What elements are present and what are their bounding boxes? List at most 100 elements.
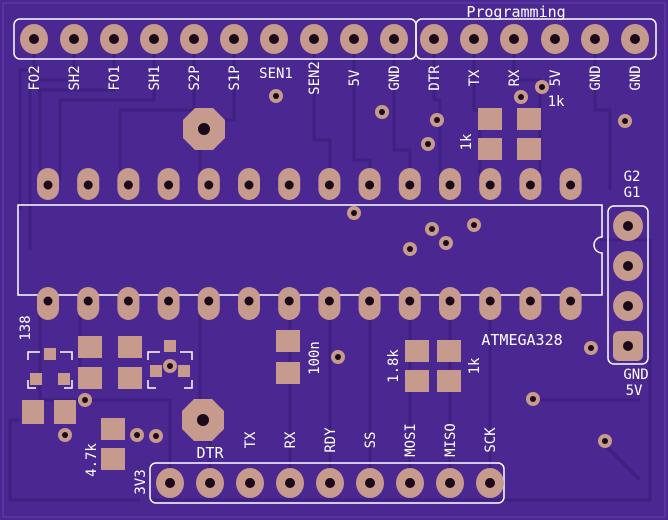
bottom-header-label: MOSI xyxy=(403,423,419,457)
via-hole xyxy=(443,240,449,246)
via-hole xyxy=(539,84,545,90)
top-header-label: GND xyxy=(588,65,604,90)
mounting-hole-bottom xyxy=(182,399,224,441)
chip-label: ATMEGA328 xyxy=(481,331,562,349)
bottom-header-pads xyxy=(156,468,504,498)
resistor-pair-left xyxy=(78,336,142,389)
via-hole xyxy=(407,246,413,252)
chip-bottom-pins xyxy=(37,287,582,320)
bottom-header-pad-hole xyxy=(285,478,295,488)
capacitor-100n xyxy=(276,330,300,384)
r-1-8k-label: 1.8k xyxy=(386,349,402,383)
transistor-small xyxy=(147,340,193,389)
via-hole xyxy=(622,118,628,124)
g1-label: G1 xyxy=(624,185,641,201)
via-hole xyxy=(167,363,173,369)
via-hole xyxy=(351,210,357,216)
top-header-label: DTR xyxy=(427,65,443,91)
bottom-header-pad-hole xyxy=(485,478,495,488)
top-header-pad-hole xyxy=(550,34,560,44)
top-header-pad-hole xyxy=(149,34,159,44)
chip-pin-top-hole xyxy=(284,180,294,190)
via-hole xyxy=(425,141,431,147)
chip-pin-bottom-hole xyxy=(365,296,375,306)
chip-pin-top-hole xyxy=(123,180,133,190)
via-hole xyxy=(530,396,536,402)
top-header-pad-hole xyxy=(69,34,79,44)
r-1k-right-label: 1k xyxy=(467,357,483,374)
top-header-pad-hole xyxy=(109,34,119,44)
top-header-label: S2P xyxy=(187,65,203,90)
chip-pin-bottom-hole xyxy=(525,296,535,306)
chip-pin-bottom-hole xyxy=(83,296,93,306)
bottom-header-label: RDY xyxy=(323,427,339,453)
right-header-outline xyxy=(607,205,649,365)
via-hole xyxy=(434,117,440,123)
c-100n-label: 100n xyxy=(307,341,323,375)
chip-pin-top-hole xyxy=(324,180,334,190)
r-1k-top-label: 1k xyxy=(548,94,565,110)
resistor-1k-top-pair xyxy=(478,108,541,160)
bottom-header-pad-hole xyxy=(445,478,455,488)
right-header-pads xyxy=(613,211,643,361)
bottom-header-label: SS xyxy=(363,432,379,449)
chip-pin-bottom-hole xyxy=(324,296,334,306)
bottom-header-label: RX xyxy=(283,431,299,448)
top-header-label: SEN2 xyxy=(307,61,323,95)
bottom-header-label: 3V3 xyxy=(133,469,149,494)
sen1-label: SEN1 xyxy=(259,66,293,82)
top-header-label: RX xyxy=(507,69,523,86)
top-header-label: GND xyxy=(628,65,644,90)
via-hole xyxy=(379,109,385,115)
bottom-header-label: SCK xyxy=(483,427,499,453)
top-header-pads xyxy=(20,24,649,54)
via-hole xyxy=(82,397,88,403)
vias xyxy=(58,80,632,448)
chip-pin-top-hole xyxy=(164,180,174,190)
bottom-header-label: MISO xyxy=(443,423,459,457)
chip-pin-bottom-hole xyxy=(123,296,133,306)
chip-pin-bottom-hole xyxy=(445,296,455,306)
chip-pin-bottom-hole xyxy=(43,296,53,306)
g2-label: G2 xyxy=(624,169,641,185)
chip-pin-top-hole xyxy=(83,180,93,190)
top-header-pad-hole xyxy=(229,34,239,44)
top-header-label: TX xyxy=(467,69,483,86)
chip-pin-bottom-hole xyxy=(244,296,254,306)
bottom-header-pad-hole xyxy=(245,478,255,488)
via-hole xyxy=(588,345,594,351)
chip-pin-top-hole xyxy=(566,180,576,190)
top-header-pad-hole xyxy=(429,34,439,44)
top-header-pad-hole xyxy=(29,34,39,44)
top-header-pad-hole xyxy=(309,34,319,44)
chip-pin-bottom-hole xyxy=(164,296,174,306)
via-hole xyxy=(62,432,68,438)
top-header-label: SH1 xyxy=(147,65,163,90)
chip-pin-top-hole xyxy=(244,180,254,190)
r-4-7k-label: 4.7k xyxy=(84,443,100,477)
chip-pin-top-hole xyxy=(445,180,455,190)
top-header-pad-hole xyxy=(630,34,640,44)
top-header-label: 5V xyxy=(548,69,564,86)
chip-pin-top-hole xyxy=(43,180,53,190)
via-hole xyxy=(602,438,608,444)
chip-pin-bottom-hole xyxy=(405,296,415,306)
chip-pin-top-hole xyxy=(405,180,415,190)
u-138-label: 138 xyxy=(18,315,34,340)
chip-pin-bottom-hole xyxy=(485,296,495,306)
top-header-pad-hole xyxy=(509,34,519,44)
chip-outline xyxy=(17,204,603,296)
5v-right-label: 5V xyxy=(626,383,643,399)
r-1k-left-label: 1k xyxy=(459,133,475,150)
via-hole xyxy=(429,226,435,232)
chip-top-pins xyxy=(37,168,582,200)
via-hole xyxy=(134,432,140,438)
top-header-label: SH2 xyxy=(67,65,83,90)
top-header-label: GND xyxy=(387,65,403,90)
programming-title: Programming xyxy=(466,3,565,21)
chip-pin-bottom-hole xyxy=(204,296,214,306)
chip-pin-top-hole xyxy=(485,180,495,190)
